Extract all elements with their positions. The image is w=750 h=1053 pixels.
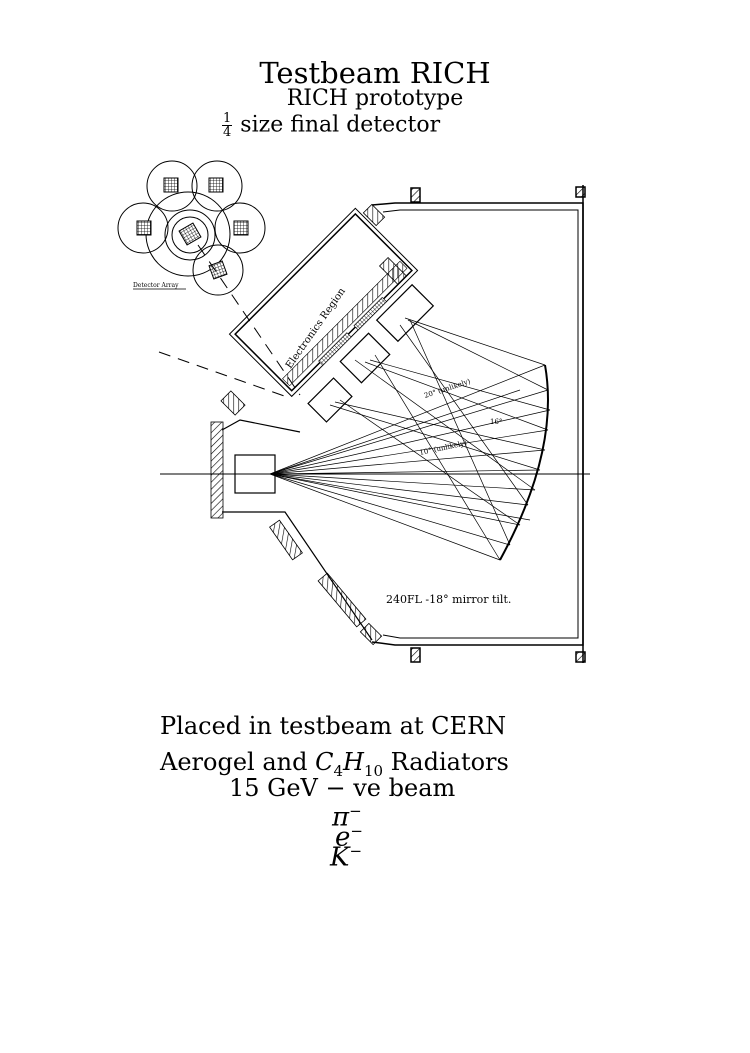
placement-note: Placed in testbeam at CERN [160,712,507,740]
particle-electron: e− [335,822,363,853]
angle-label-20: 20° (unlikely) [423,377,472,400]
page-subtitle: RICH prototype [286,86,464,111]
radiators-prefix: Aerogel and [160,748,316,776]
detector-array-label: Detector Array [133,282,179,289]
wall-segments [210,203,408,646]
angle-label-10: 10° (unlikely) [419,439,468,457]
mirror [499,364,549,561]
scale-fraction: 1 4 [222,111,233,140]
formula-c-sub: 4 [333,761,344,780]
scale-text: size final detector [240,112,441,138]
vessel-outline [371,185,586,663]
formula-c: C [315,748,334,776]
scale-numerator: 1 [222,111,233,126]
mirror-note: 240FL -18° mirror tilt. [386,593,511,606]
sight-lines [158,244,590,475]
formula-h: H [343,748,364,776]
radiators-line: Aerogel and C4H10 Radiators [160,748,509,780]
angle-label-16: 16° [490,418,502,426]
formula-h-sub: 10 [363,761,384,780]
detector-array [117,160,266,296]
radiators-suffix: Radiators [383,748,509,776]
beam-line: 15 GeV − ve beam [229,774,456,802]
scale-caption: 1 4 size final detector [222,112,440,139]
lower-cone [221,419,373,641]
rich-detector-diagram: Detector Array Electronics Region [117,160,590,663]
particle-pion: π− [332,802,362,833]
scale-denominator: 4 [223,125,232,140]
electronics-box: Electronics Region [228,207,419,398]
particle-kaon: K− [330,842,363,873]
page-title: Testbeam RICH [259,56,491,90]
ray-fan [269,317,551,561]
